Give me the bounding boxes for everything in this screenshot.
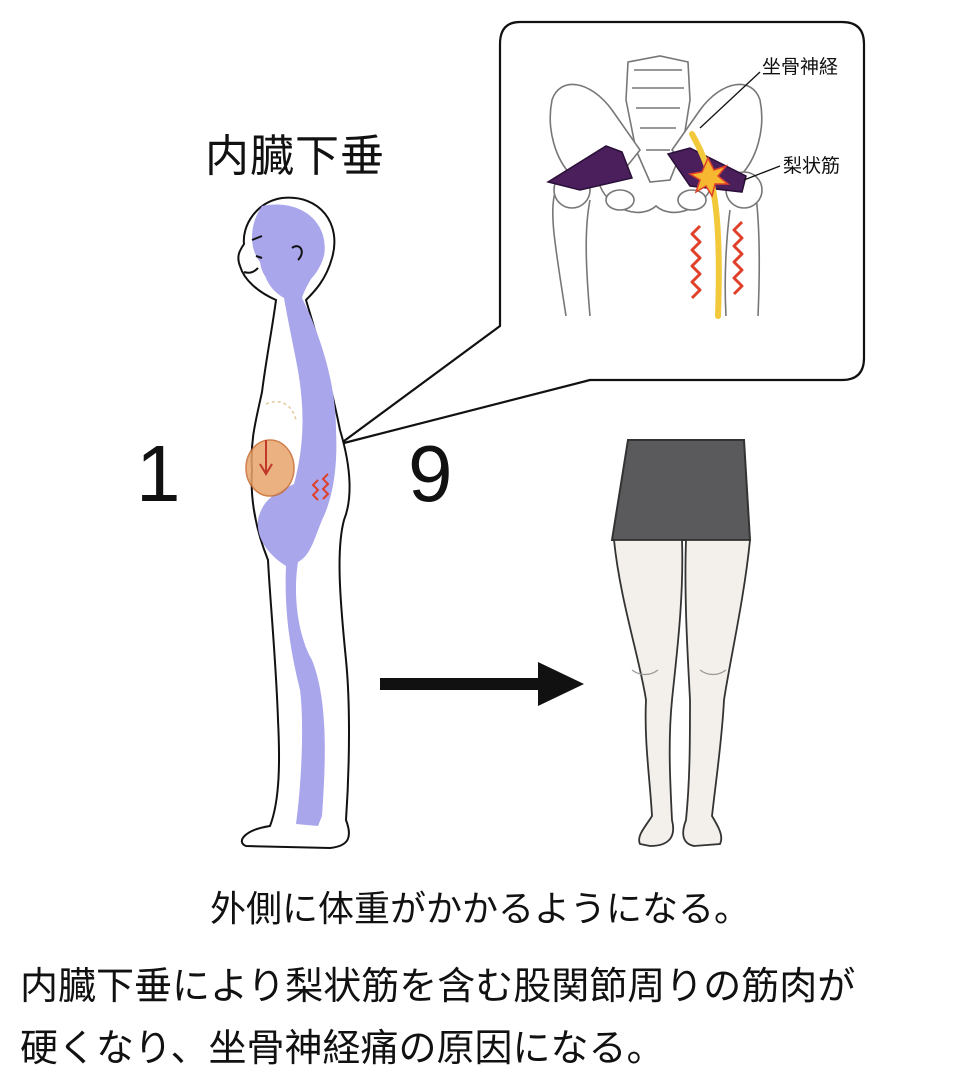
side-figure [237, 196, 351, 850]
caption-line-1: 内臓下垂により梨状筋を含む股関節周りの筋肉が [20, 964, 856, 1008]
piriformis-leader [743, 165, 781, 181]
sciatic-nerve-label: 坐骨神経 [762, 56, 839, 78]
caption-line-2: 硬くなり、坐骨神経痛の原因になる。 [20, 1026, 665, 1070]
arrow-right-icon [380, 662, 584, 706]
number-label-left: 1 [136, 429, 181, 518]
skirt [610, 439, 752, 541]
burst-icon [687, 156, 731, 198]
caption-explanation: 内臓下垂により梨状筋を含む股関節周りの筋肉が 硬くなり、坐骨神経痛の原因になる。 [20, 955, 950, 1079]
left-leg [613, 539, 684, 847]
sciatic-leader [699, 71, 761, 129]
pelvis-diagram [549, 55, 763, 317]
caption-weight-shift: 外側に体重がかかるようになる。 [209, 889, 750, 930]
number-label-right: 9 [408, 429, 453, 518]
callout-bubble [338, 20, 866, 446]
legs-figure [610, 439, 752, 847]
sciatic-nerve-line [689, 131, 722, 319]
spine-band [257, 208, 337, 826]
piriformis-left [546, 145, 634, 191]
pain-zigzag-icon [690, 224, 702, 300]
piriformis-label: 梨状筋 [783, 155, 841, 177]
right-leg [682, 539, 751, 847]
pain-zigzag-icon-2 [732, 220, 744, 296]
page-title: 内臓下垂 [205, 131, 385, 182]
